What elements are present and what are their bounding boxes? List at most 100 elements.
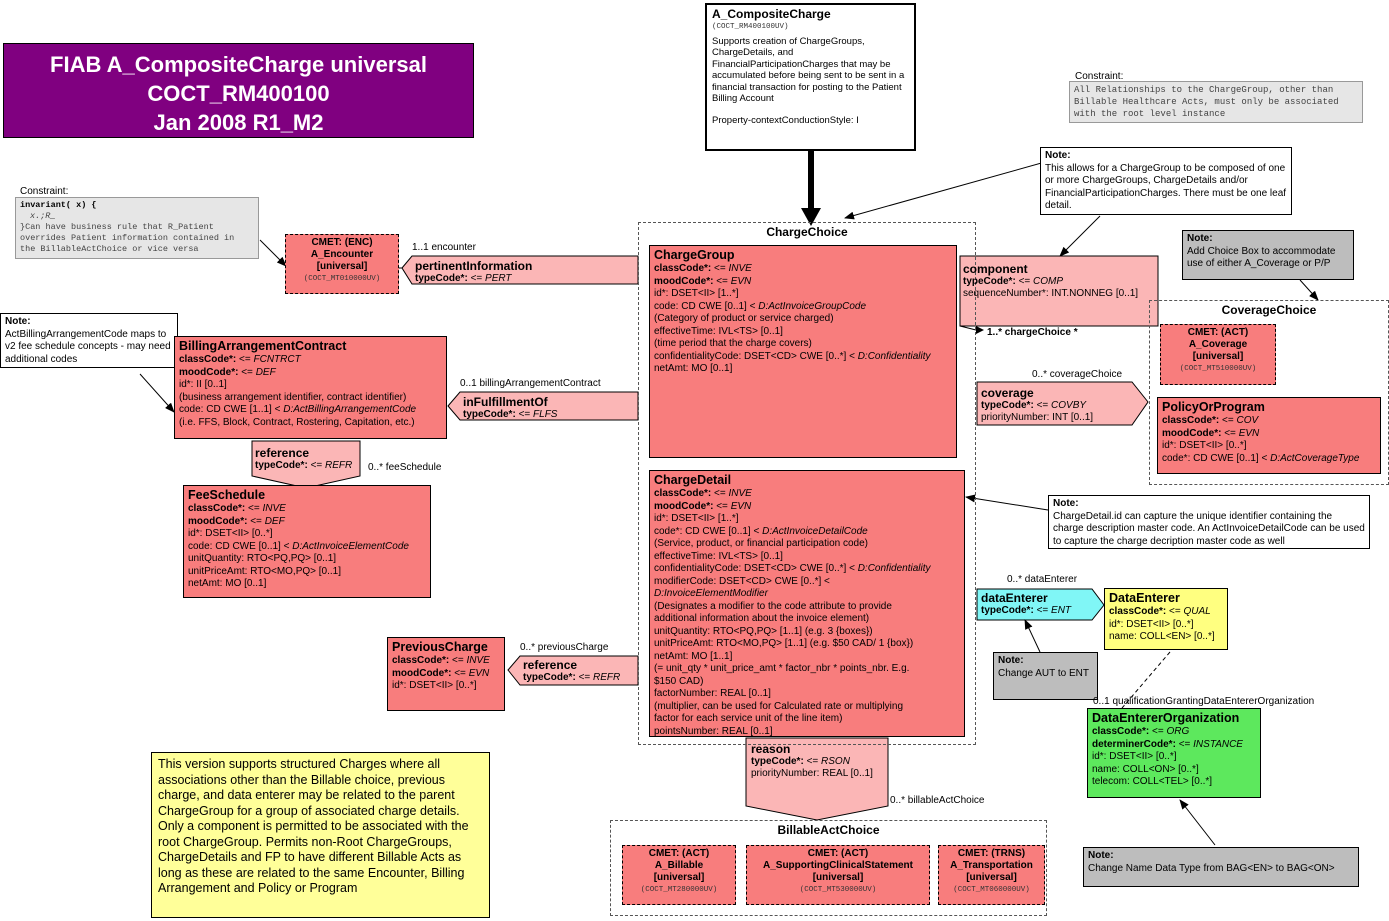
cmet-sub: [universal] xyxy=(812,872,864,883)
class-attribute: code: CD CWE [0..1] < D:ActInvoiceElemen… xyxy=(188,540,409,552)
class-attribute: factor for each service unit of the line… xyxy=(654,713,843,724)
constraint-top-label: Constraint: xyxy=(1075,71,1124,82)
cmet-head: CMET: (TRNS) xyxy=(957,848,1026,859)
cmet-name: A_Transportation xyxy=(950,860,1033,871)
cmet-transport: CMET: (TRNS) A_Transportation [universal… xyxy=(938,845,1045,905)
note-text: ActBillingArrangementCode maps to v2 fee… xyxy=(5,328,171,365)
class-attribute: unitPriceAmt: RTO<MO,PQ> [0..1] xyxy=(188,565,342,577)
card-infulfillment: 0..1 billingArrangementContract xyxy=(460,378,601,389)
entry-style: Property-contextConductionStyle: I xyxy=(712,114,859,126)
rel-name: inFulfillmentOf xyxy=(463,395,548,409)
class-name: ChargeDetail xyxy=(654,473,732,487)
rel-coverage: coverage typeCode*: <= COVBY priorityNum… xyxy=(981,386,1094,423)
class-name: PolicyOrProgram xyxy=(1162,400,1265,414)
class-attribute: netAmt: MO [0..1] xyxy=(654,363,733,374)
coverage-shape xyxy=(976,381,1149,426)
cmet-encounter: CMET: (ENC) A_Encounter [universal] (COC… xyxy=(285,234,399,294)
rel-attr2: priorityNumber: REAL [0..1] xyxy=(751,768,873,779)
card-reference-prev: 0..* previousCharge xyxy=(520,642,609,653)
chargechoice-box: ChargeChoice xyxy=(638,222,976,745)
class-attribute: code*: CD CWE [0..1] < D:ActCoverageType xyxy=(1162,452,1360,464)
entry-name: A_CompositeCharge xyxy=(712,7,831,21)
cmet-head: CMET: (ACT) xyxy=(648,848,710,859)
note-aut: Note: Change AUT to ENT xyxy=(993,652,1098,700)
card-pertinent: 1..1 encounter xyxy=(412,242,476,253)
note-chargegroup: Note: This allows for a ChargeGroup to b… xyxy=(1040,147,1292,215)
class-attribute: id*: DSET<II> [0..*] xyxy=(1162,440,1247,451)
class-attribute: effectiveTime: IVL<TS> [0..1] xyxy=(654,325,783,337)
note-text: ChargeDetail.id can capture the unique i… xyxy=(1053,510,1365,547)
cmet-sub: [universal] xyxy=(316,261,368,272)
class-attribute: $150 CAD) xyxy=(654,675,704,687)
class-attribute: netAmt: MO [0..1] xyxy=(188,578,267,589)
cmet-id: (COCT_MT060000UV) xyxy=(953,886,1030,894)
class-attribute: (business arrangement identifier, contra… xyxy=(179,391,407,403)
class-attribute: code: CD CWE [1..1] < D:ActBillingArrang… xyxy=(179,404,417,415)
cmet-sub: [universal] xyxy=(1192,351,1244,362)
card-qualification: 0..1 qualificationGrantingDataEntererOrg… xyxy=(1093,696,1315,707)
class-name: FeeSchedule xyxy=(188,488,266,502)
class-attribute: classCode*: <= ORG xyxy=(1092,726,1190,737)
class-name: PreviousCharge xyxy=(392,640,488,654)
class-attribute: (Service, product, or financial particip… xyxy=(654,538,868,549)
class-attribute: classCode*: <= INVE xyxy=(654,488,752,499)
rel-name: dataEnterer xyxy=(981,591,1048,605)
reference-fee-shape xyxy=(251,440,361,489)
constraint-top-box: All Relationships to the ChargeGroup, ot… xyxy=(1069,81,1363,123)
note-title: Note: xyxy=(1187,233,1213,244)
constraint-left-line2: x.;R_ xyxy=(30,211,56,221)
cmet-name: A_Billable xyxy=(654,860,704,871)
rel-attr2: priorityNumber: INT [0..1] xyxy=(981,412,1094,423)
rel-name: reference xyxy=(255,446,310,460)
rel-dataenterer: dataEnterer typeCode*: <= ENT xyxy=(981,591,1072,616)
class-attribute: pointsNumber: REAL [0..1] xyxy=(654,725,773,737)
class-attribute: moodCode*: <= EVN xyxy=(654,275,752,287)
cmet-billable: CMET: (ACT) A_Billable [universal] (COCT… xyxy=(622,845,736,905)
constraint-left-box: invariant( x) { x.;R_ }Can have business… xyxy=(15,197,259,259)
note-title: Note: xyxy=(5,316,31,327)
note-title: Note: xyxy=(1053,498,1079,509)
class-name: DataEntererOrganization xyxy=(1092,711,1240,725)
cmet-id: (COCT_MT510000UV) xyxy=(1179,365,1257,373)
cmet-head: CMET: (ACT) xyxy=(1187,327,1249,338)
class-attribute: classCode*: <= INVE xyxy=(188,503,286,514)
rel-name: reference xyxy=(523,658,578,672)
cmet-id: (COCT_MT280000UV) xyxy=(640,886,718,894)
rel-name: component xyxy=(963,262,1028,276)
note-text: This allows for a ChargeGroup to be comp… xyxy=(1045,162,1287,212)
cmet-name: A_Coverage xyxy=(1188,339,1248,350)
class-attribute: moodCode*: <= EVN xyxy=(392,667,490,679)
class-attribute: additional information about the invoice… xyxy=(654,613,870,624)
note-title: Note: xyxy=(1088,850,1114,861)
cmet-supporting: CMET: (ACT) A_SupportingClinicalStatemen… xyxy=(746,845,930,905)
billablechoice-title: BillableActChoice xyxy=(777,823,880,837)
class-attribute: confidentialityCode: DSET<CD> CWE [0..*]… xyxy=(654,563,931,574)
class-attribute: classCode*: <= COV xyxy=(1162,415,1259,426)
title-line-1: FIAB A_CompositeCharge universal xyxy=(50,52,427,77)
class-attribute: moodCode*: <= EVN xyxy=(654,500,752,512)
note-name: Note: Change Name Data Type from BAG<EN>… xyxy=(1083,847,1359,887)
constraint-left-line3: }Can have business rule that R_Patient o… xyxy=(20,222,235,254)
class-attribute: (= unit_qty * unit_price_amt * factor_nb… xyxy=(654,663,910,674)
card-coverage: 0..* coverageChoice xyxy=(1032,369,1123,380)
card-dataenterer: 0..* dataEnterer xyxy=(1007,574,1078,585)
class-attribute: moodCode*: <= DEF xyxy=(188,515,285,527)
class-attribute: (i.e. FFS, Block, Contract, Rostering, C… xyxy=(179,416,415,428)
class-attribute: (multiplier, can be used for Calculated … xyxy=(654,700,904,712)
class-attribute: classCode*: <= INVE xyxy=(654,263,752,274)
class-attribute: id*: DSET<II> [0..*] xyxy=(188,528,273,539)
class-attribute: telecom: COLL<TEL> [0..*] xyxy=(1092,776,1213,787)
class-attribute: id*: DSET<II> [0..*] xyxy=(1092,751,1177,762)
entry-arrow-head xyxy=(801,208,821,226)
class-attribute: D:InvoiceElementModifier xyxy=(654,588,768,599)
note-text: Change AUT to ENT xyxy=(998,667,1089,679)
cmet-id: (COCT_MT530000UV) xyxy=(799,886,877,894)
class-attribute: classCode*: <= QUAL xyxy=(1109,606,1211,617)
reason-shape xyxy=(745,737,889,821)
card-reason: 0..* billableActChoice xyxy=(890,795,985,806)
rel-attr2: sequenceNumber*: INT.NONNEG [0..1] xyxy=(963,288,1139,299)
class-attribute: unitQuantity: RTO<PQ,PQ> [1..1] (e.g. 3 … xyxy=(654,625,873,637)
